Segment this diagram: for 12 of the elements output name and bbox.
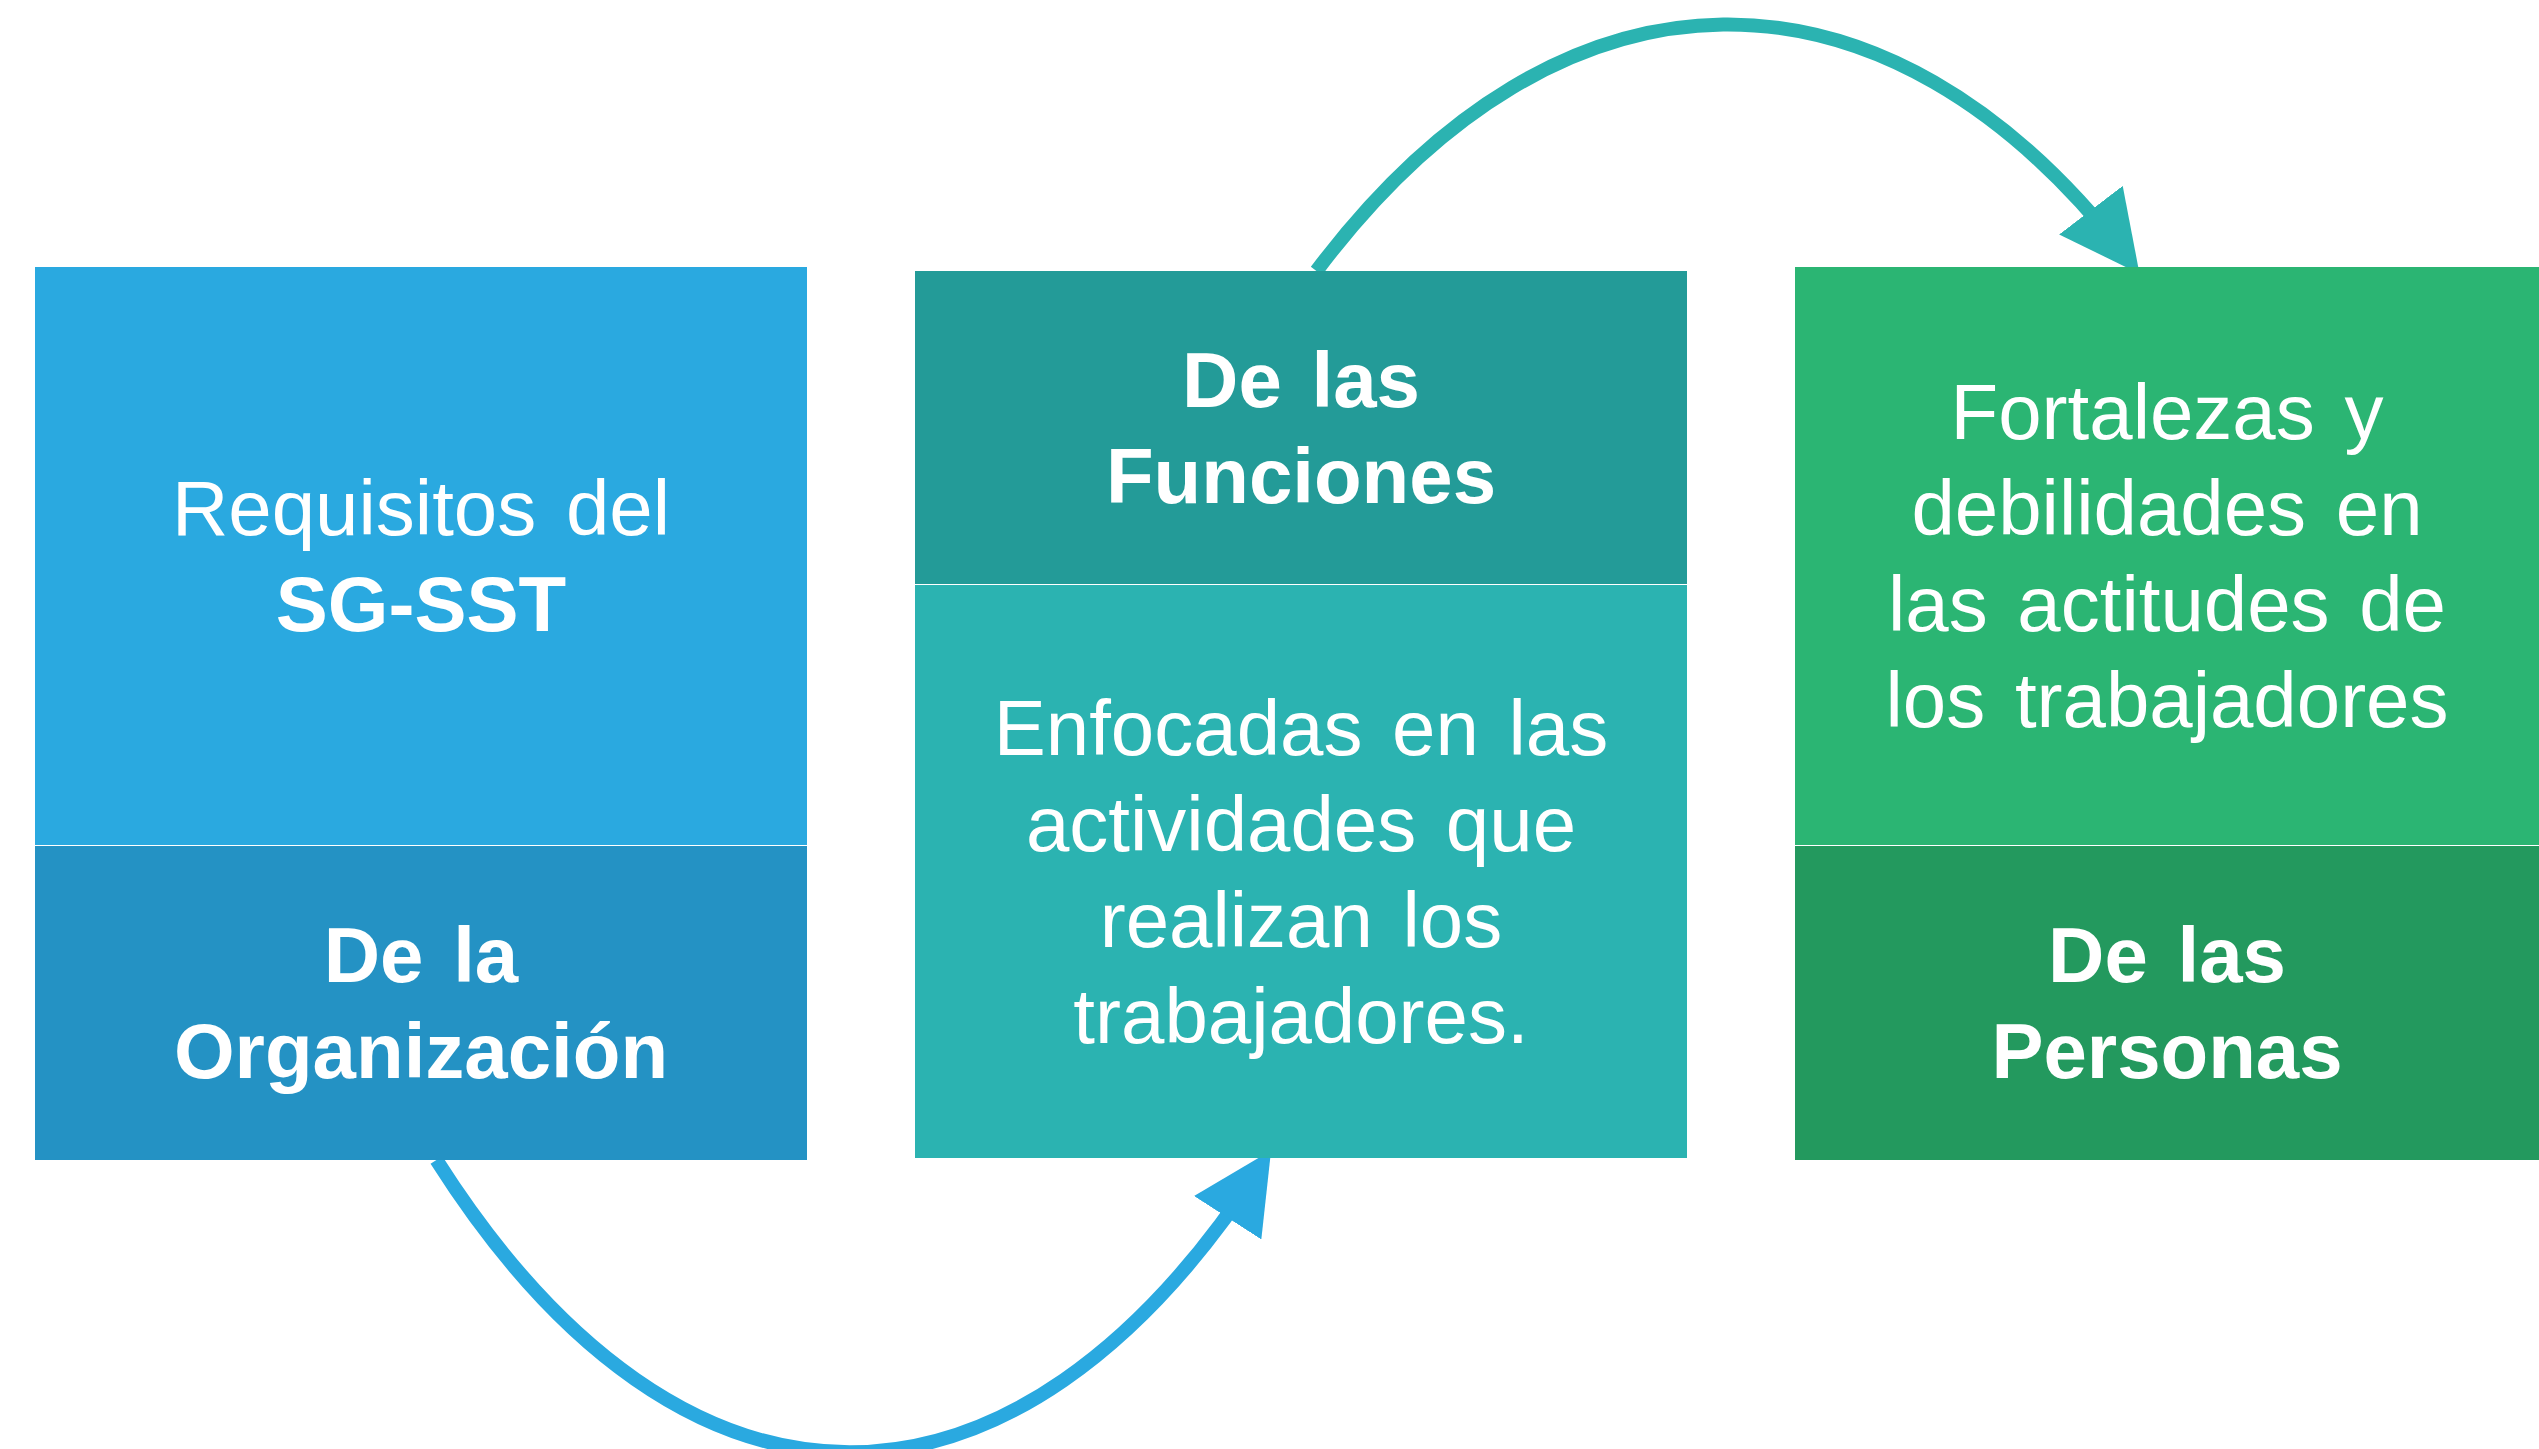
panel-text: Requisitos del SG-SST [171,463,671,650]
panel-text: Enfocadas en las actividades que realizan los trabajadores. [992,682,1610,1062]
panel-heading: De las Personas [1990,910,2344,1097]
panel-heading: De las Funciones [1104,334,1497,522]
panel-heading: De la Organización [172,910,670,1097]
text-panel [915,585,1687,1158]
text-panel [35,267,807,845]
text-panel [1795,267,2539,845]
header-panel [915,271,1687,584]
panel-text: Fortalezas y debilidades en las actitudes de los trabajadores [1884,367,2450,746]
header-panel [35,846,807,1160]
header-panel [1795,846,2539,1160]
